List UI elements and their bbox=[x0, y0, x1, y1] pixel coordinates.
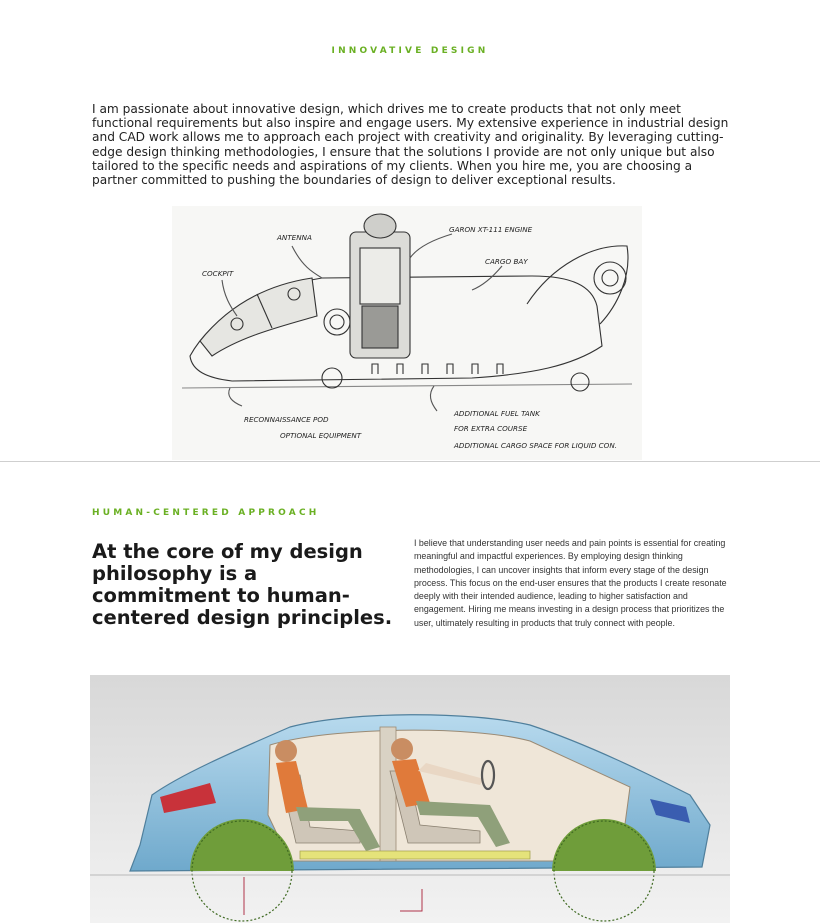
section-eyebrow-human-centered: HUMAN-CENTERED APPROACH bbox=[92, 508, 320, 518]
innovative-design-paragraph: I am passionate about innovative design,… bbox=[92, 102, 729, 188]
sketch-label-extra: FOR EXTRA COURSE bbox=[454, 424, 528, 433]
sketch-label-engine: GARON XT-111 ENGINE bbox=[449, 225, 533, 234]
sketch-label-cargo-space: ADDITIONAL CARGO SPACE FOR LIQUID CON. bbox=[453, 441, 617, 450]
sketch-label-cockpit: COCKPIT bbox=[202, 269, 234, 278]
aircraft-concept-sketch: ANTENNA COCKPIT GARON XT-111 ENGINE CARG… bbox=[172, 206, 642, 460]
section-eyebrow-innovative: INNOVATIVE DESIGN bbox=[331, 46, 489, 56]
human-centered-paragraph: I believe that understanding user needs … bbox=[414, 538, 727, 628]
human-centered-headline: At the core of my design philosophy is a… bbox=[92, 540, 393, 629]
sketch-label-optional: OPTIONAL EQUIPMENT bbox=[280, 431, 362, 440]
sketch-label-cargo: CARGO BAY bbox=[485, 257, 528, 266]
section-divider bbox=[0, 461, 820, 462]
sketch-label-recon: RECONNAISSANCE POD bbox=[244, 415, 329, 424]
sketch-label-fuel: ADDITIONAL FUEL TANK bbox=[453, 409, 541, 418]
sketch-label-antenna: ANTENNA bbox=[276, 233, 312, 242]
car-ergonomics-render bbox=[90, 675, 730, 923]
